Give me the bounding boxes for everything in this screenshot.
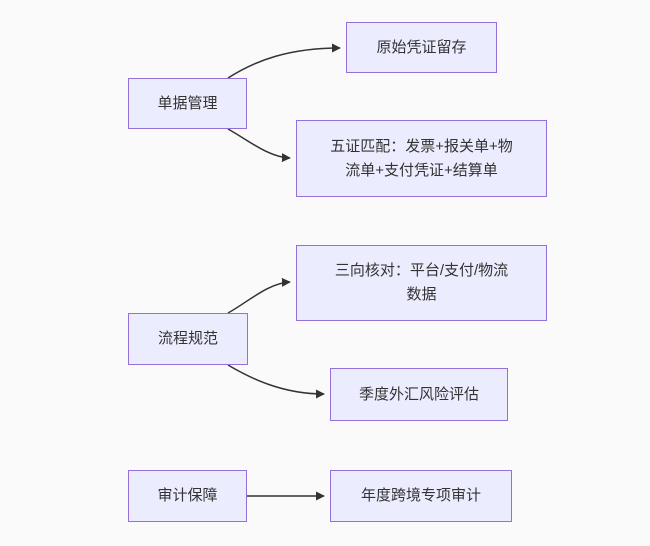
node-label: 流程规范 [157,330,218,347]
node-label: 原始凭证留存 [376,38,467,56]
node-quarterly-fx-risk-assessment: 季度外汇风险评估 [330,368,508,421]
node-five-document-matching: 五证匹配：发票+报关单+物 流单+支付凭证+结算单 [296,120,547,197]
node-label: 年度跨境专项审计 [360,487,481,504]
node-label: 五证匹配：发票+报关单+物 流单+支付凭证+结算单 [330,137,513,179]
node-original-voucher-retention: 原始凭证留存 [346,22,497,73]
edge-docmgmt-to-voucher [227,43,341,79]
edge-processnorm-to-threeway [227,277,291,314]
node-process-standard: 流程规范 [128,313,248,365]
node-label: 单据管理 [157,94,218,112]
node-three-way-check: 三向核对：平台/支付/物流 数据 [296,245,547,321]
node-annual-crossborder-audit: 年度跨境专项审计 [330,470,512,522]
node-label: 季度外汇风险评估 [358,385,479,403]
node-audit-assurance: 审计保障 [128,470,247,522]
node-label: 三向核对：平台/支付/物流 数据 [334,262,509,303]
edge-docmgmt-to-fivematch [227,128,291,163]
edge-processnorm-to-quarterfx [227,364,325,399]
node-label: 审计保障 [157,487,218,504]
node-document-management: 单据管理 [128,78,247,129]
